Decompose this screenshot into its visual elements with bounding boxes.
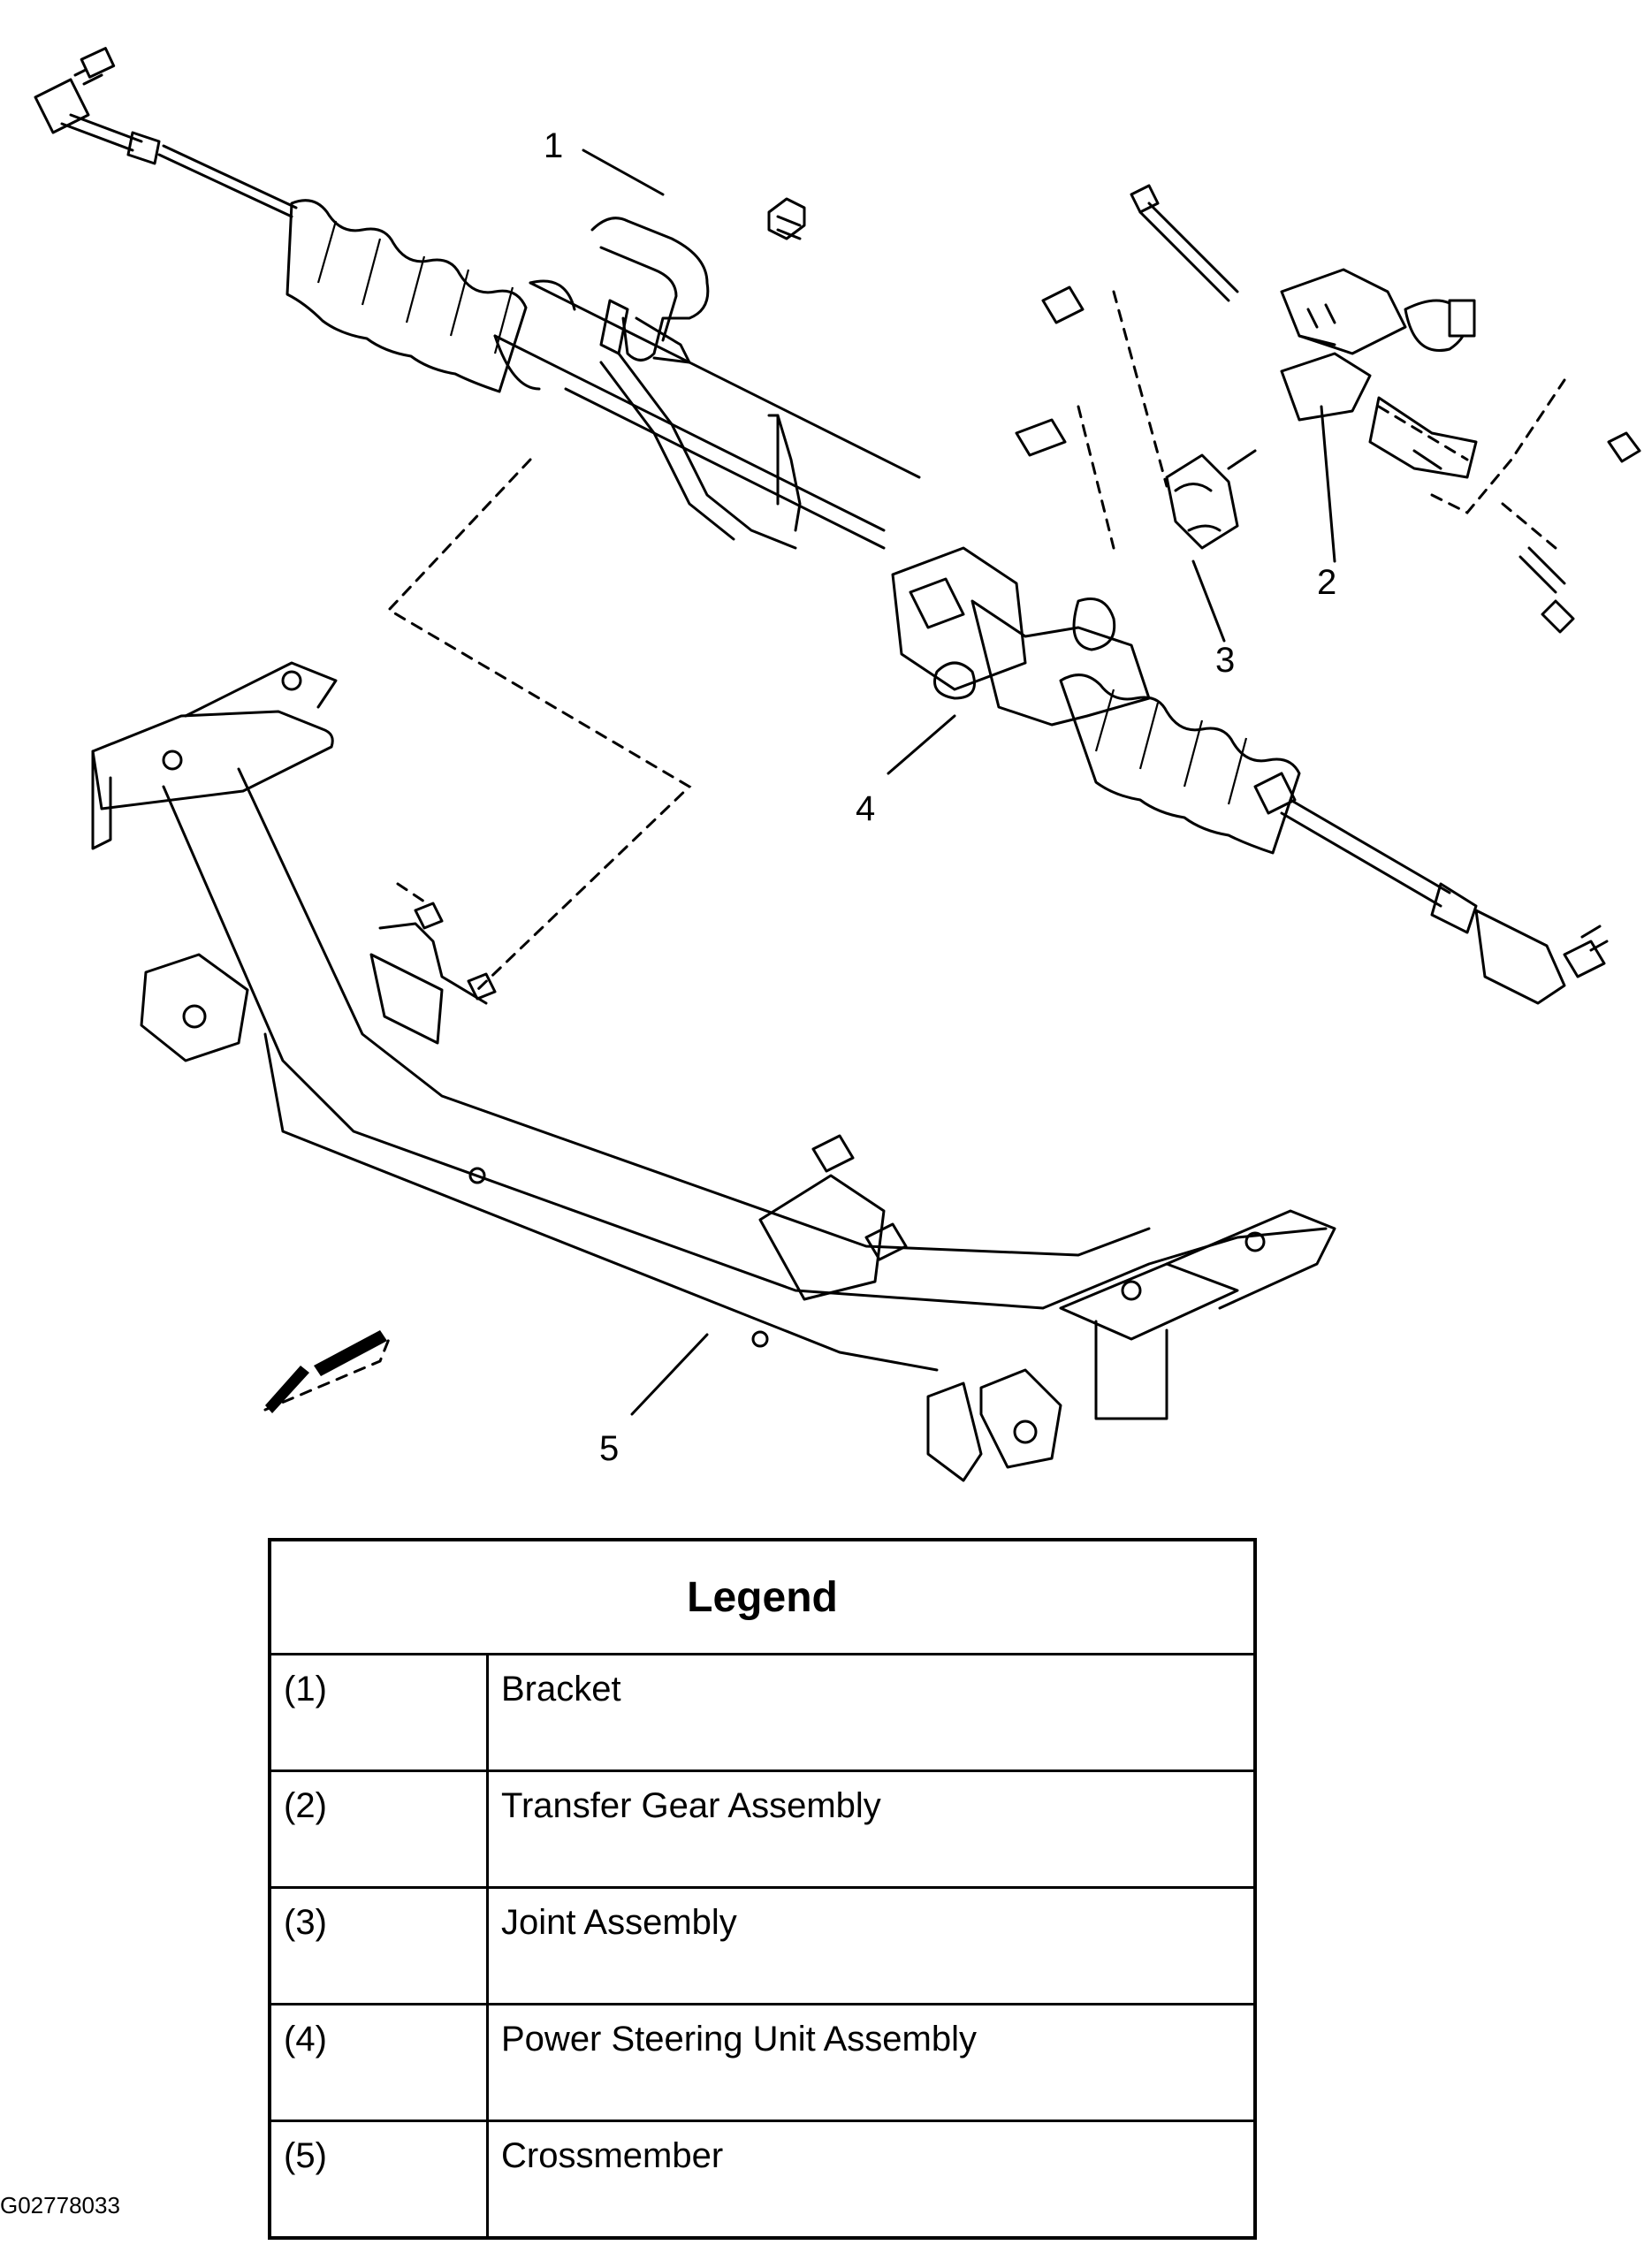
legend-row: (3) Joint Assembly xyxy=(270,1886,1255,2005)
bracket-drawing xyxy=(590,197,806,364)
legend-row: (5) Crossmember xyxy=(270,2120,1255,2238)
callout-1: 1 xyxy=(544,126,563,165)
callout-2: 2 xyxy=(1317,563,1336,602)
legend-number: (1) xyxy=(270,1653,489,1771)
transfer-gear-drawing xyxy=(1015,184,1641,634)
legend-row: (1) Bracket xyxy=(270,1653,1255,1771)
joint-assembly-drawing xyxy=(1077,290,1257,550)
legend-label: Crossmember xyxy=(487,2120,1255,2238)
legend-title: Legend xyxy=(270,1540,1255,1655)
legend-number: (5) xyxy=(270,2120,489,2238)
legend-label: Bracket xyxy=(487,1653,1255,1771)
legend-label: Power Steering Unit Assembly xyxy=(487,2003,1255,2121)
legend-label: Transfer Gear Assembly xyxy=(487,1769,1255,1888)
callout-4: 4 xyxy=(856,789,875,828)
power-steering-unit-drawing xyxy=(34,47,1609,1005)
callout-3: 3 xyxy=(1215,641,1235,680)
legend-table: Legend (1) Bracket (2) Transfer Gear Ass… xyxy=(268,1538,1257,2240)
legend-number: (3) xyxy=(270,1886,489,2005)
front-direction-arrow-icon xyxy=(263,1330,391,1413)
legend-number: (4) xyxy=(270,2003,489,2121)
legend-number: (2) xyxy=(270,1769,489,1888)
exploded-view-diagram: 1 2 3 4 5 xyxy=(34,47,1641,1482)
figure-id: G02778033 xyxy=(0,2192,120,2219)
crossmember-drawing xyxy=(91,458,1336,1482)
legend-label: Joint Assembly xyxy=(487,1886,1255,2005)
legend-row: (4) Power Steering Unit Assembly xyxy=(270,2003,1255,2121)
legend-row: (2) Transfer Gear Assembly xyxy=(270,1769,1255,1888)
callout-5: 5 xyxy=(599,1429,619,1468)
